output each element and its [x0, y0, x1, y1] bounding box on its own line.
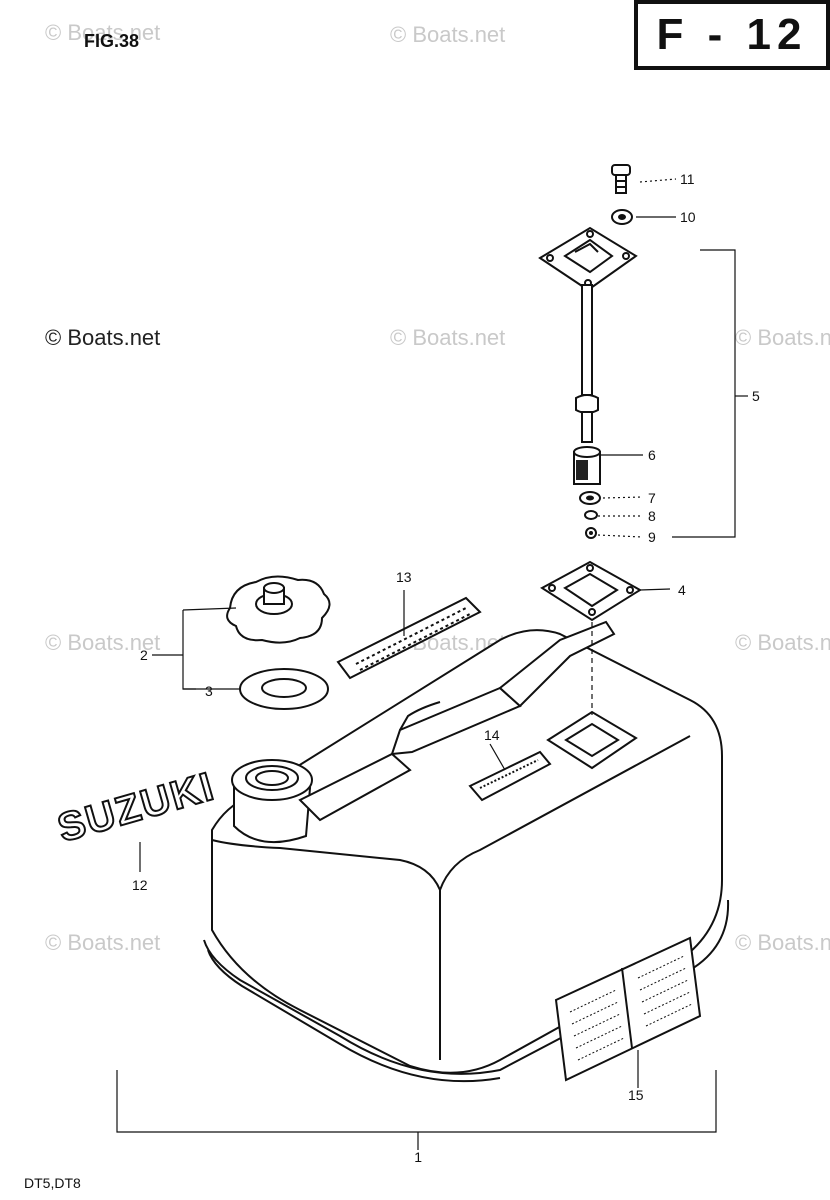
- watermark: © Boats.net: [390, 325, 505, 350]
- logo-text: SUZUKI: [53, 764, 220, 851]
- part-5-pickup-assembly: [538, 226, 638, 443]
- part-13-label: [336, 596, 482, 680]
- watermark: © Boats.net: [45, 930, 160, 955]
- part-2-cap: [226, 575, 331, 644]
- page-code: F - 12: [656, 10, 808, 59]
- watermark: © Boats.net: [390, 22, 505, 47]
- part-4-gasket: [540, 560, 642, 622]
- callout-10: 10: [680, 209, 696, 225]
- callout-2: 2: [140, 647, 148, 663]
- part-10-washer: [611, 209, 633, 225]
- callout-13: 13: [396, 569, 412, 585]
- callout-6: 6: [648, 447, 656, 463]
- callout-1: 1: [414, 1149, 422, 1165]
- part-8-washer: [584, 510, 598, 520]
- watermark: © Boats.net: [735, 630, 830, 655]
- callout-labels: 1 2 3 4 5 6 7 8 9 10 11 12 13 14 15: [132, 171, 760, 1165]
- leader-lines: [116, 178, 748, 1150]
- callout-7: 7: [648, 490, 656, 506]
- part-11-bolt: [611, 164, 631, 194]
- callout-9: 9: [648, 529, 656, 545]
- part-6-filter: [573, 446, 601, 485]
- watermark: © Boats.net: [45, 20, 160, 45]
- callout-11: 11: [680, 171, 695, 187]
- part-15-warning-label: [554, 936, 702, 1082]
- watermark: © Boats.net: [735, 930, 830, 955]
- page-code-box: F - 12: [634, 0, 830, 70]
- part-7-washer: [579, 491, 601, 505]
- callout-14: 14: [484, 727, 500, 743]
- part-3-seal: [239, 668, 329, 710]
- watermark: © Boats.net: [45, 325, 160, 350]
- callout-8: 8: [648, 508, 656, 524]
- callout-3: 3: [205, 683, 213, 699]
- callout-5: 5: [752, 388, 760, 404]
- callout-4: 4: [678, 582, 686, 598]
- part-1-fuel-tank: [203, 620, 730, 1083]
- callout-15: 15: [628, 1087, 644, 1103]
- callout-12: 12: [132, 877, 148, 893]
- watermark: © Boats.net: [735, 325, 830, 350]
- part-12-logo-decal: SUZUKI: [52, 763, 221, 852]
- figure-number: FIG.38: [84, 31, 139, 51]
- part-14-label: [468, 750, 552, 802]
- model-list: DT5,DT8: [24, 1175, 81, 1191]
- part-9-clip: [585, 527, 597, 539]
- watermark: © Boats.net: [45, 630, 160, 655]
